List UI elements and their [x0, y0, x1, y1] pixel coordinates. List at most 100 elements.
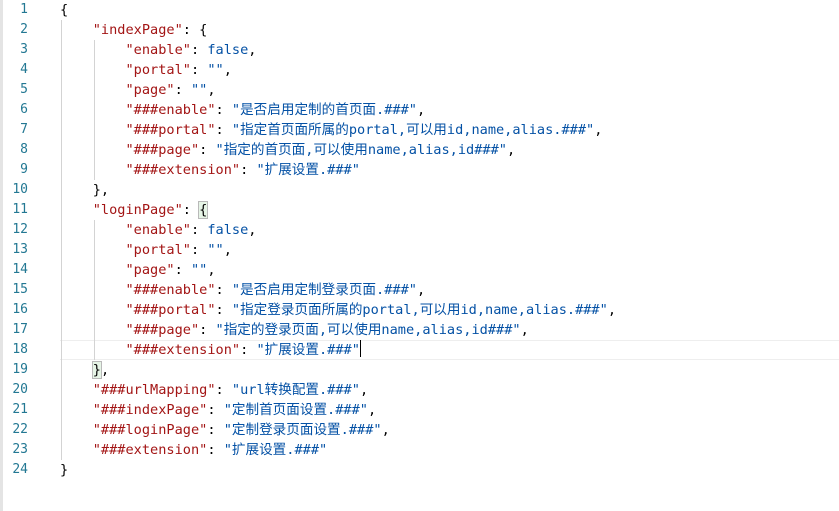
line-number: 4: [20, 62, 28, 77]
punctuation: ,: [367, 402, 377, 418]
code-line[interactable]: "loginPage": {: [60, 200, 209, 220]
punctuation: [60, 122, 125, 138]
punctuation: :: [190, 242, 208, 258]
line-number: 16: [12, 302, 28, 317]
punctuation: [60, 382, 93, 398]
punctuation: [60, 142, 125, 158]
punctuation: [60, 82, 125, 98]
punctuation: :: [182, 202, 200, 218]
punctuation: : {: [182, 22, 208, 38]
matched-bracket: }: [91, 361, 102, 379]
line-number: 11: [12, 202, 28, 217]
json-string: "指定的首页面,可以使用name,alias,id###": [215, 142, 507, 158]
punctuation: :: [190, 62, 208, 78]
punctuation: ,: [607, 302, 616, 318]
json-string: "指定登录页面所属的portal,可以用id,name,alias.###": [231, 302, 608, 318]
code-line[interactable]: "page": "",: [60, 260, 216, 280]
punctuation: [60, 342, 125, 358]
code-line[interactable]: },: [60, 360, 109, 380]
code-line[interactable]: "###enable": "是否启用定制登录页面.###",: [60, 280, 425, 300]
code-line[interactable]: "###extension": "扩展设置.###": [60, 340, 361, 360]
code-line[interactable]: {: [60, 0, 68, 20]
punctuation: ,: [248, 222, 257, 238]
json-key: "###extension": [125, 342, 241, 358]
punctuation: :: [207, 402, 224, 418]
punctuation: [60, 102, 125, 118]
json-key: "###enable": [125, 282, 216, 298]
code-line[interactable]: "###portal": "指定首页面所属的portal,可以用id,name,…: [60, 120, 602, 140]
indent-guide: [94, 220, 95, 360]
punctuation: ,: [207, 262, 216, 278]
punctuation: ,: [248, 42, 257, 58]
json-key: "portal": [125, 242, 191, 258]
line-number: 9: [20, 162, 28, 177]
json-string: "扩展设置.###": [256, 162, 360, 178]
punctuation: ,: [100, 362, 110, 378]
punctuation: ,: [416, 282, 426, 298]
json-string: "定制首页面设置.###": [223, 402, 368, 418]
code-line[interactable]: "enable": false,: [60, 220, 256, 240]
code-line[interactable]: "portal": "",: [60, 60, 231, 80]
code-line[interactable]: "###urlMapping": "url转换配置.###",: [60, 380, 368, 400]
punctuation: [60, 402, 93, 418]
punctuation: :: [174, 262, 191, 278]
indent-guide: [61, 20, 62, 460]
punctuation: [60, 162, 125, 178]
json-string: "": [190, 82, 208, 98]
line-number: 24: [12, 462, 28, 477]
json-key: "enable": [125, 222, 191, 238]
punctuation: ,: [381, 422, 390, 438]
code-line[interactable]: "###page": "指定的首页面,可以使用name,alias,id###"…: [60, 140, 515, 160]
current-line-highlight: [60, 340, 839, 360]
json-string: "指定的登录页面,可以使用name,alias,id###": [215, 322, 521, 338]
punctuation: :: [215, 122, 232, 138]
line-number: 8: [20, 142, 28, 157]
line-number: 6: [20, 102, 28, 117]
indent-guide: [94, 40, 95, 180]
punctuation: [60, 242, 125, 258]
line-number: 17: [12, 322, 28, 337]
punctuation: :: [174, 82, 191, 98]
code-line[interactable]: "enable": false,: [60, 40, 256, 60]
punctuation: },: [60, 182, 110, 198]
punctuation: [60, 282, 125, 298]
code-line[interactable]: "page": "",: [60, 80, 216, 100]
json-key: "###page": [125, 322, 200, 338]
json-string: "是否启用定制的首页面.###": [231, 102, 417, 118]
code-line[interactable]: "###extension": "扩展设置.###": [60, 440, 327, 460]
json-string: "是否启用定制登录页面.###": [231, 282, 417, 298]
line-number: 19: [12, 362, 28, 377]
punctuation: [60, 222, 125, 238]
code-line[interactable]: "###indexPage": "定制首页面设置.###",: [60, 400, 376, 420]
code-line[interactable]: "###loginPage": "定制登录页面设置.###",: [60, 420, 390, 440]
punctuation: :: [240, 342, 257, 358]
punctuation: :: [215, 382, 232, 398]
line-number: 15: [12, 282, 28, 297]
code-line[interactable]: "indexPage": {: [60, 20, 208, 40]
json-key: "###page": [125, 142, 200, 158]
matched-bracket: {: [198, 201, 209, 219]
gutter-border: [0, 0, 3, 511]
line-number: 13: [12, 242, 28, 257]
line-number: 12: [12, 222, 28, 237]
line-number: 5: [20, 82, 28, 97]
line-number: 21: [12, 402, 28, 417]
code-line[interactable]: "portal": "",: [60, 240, 231, 260]
punctuation: [60, 42, 125, 58]
code-line[interactable]: "###extension": "扩展设置.###": [60, 160, 360, 180]
json-key: "loginPage": [92, 202, 183, 218]
punctuation: ,: [207, 82, 216, 98]
code-line[interactable]: "###enable": "是否启用定制的首页面.###",: [60, 100, 425, 120]
code-line[interactable]: "###portal": "指定登录页面所属的portal,可以用id,name…: [60, 300, 616, 320]
code-line[interactable]: },: [60, 180, 109, 200]
punctuation: }: [60, 462, 69, 478]
code-line[interactable]: "###page": "指定的登录页面,可以使用name,alias,id###…: [60, 320, 528, 340]
json-string: "": [207, 242, 224, 258]
punctuation: :: [215, 282, 232, 298]
line-number: 22: [12, 422, 28, 437]
punctuation: :: [190, 42, 208, 58]
code-line[interactable]: }: [60, 460, 68, 480]
json-string: "扩展设置.###": [223, 442, 328, 458]
